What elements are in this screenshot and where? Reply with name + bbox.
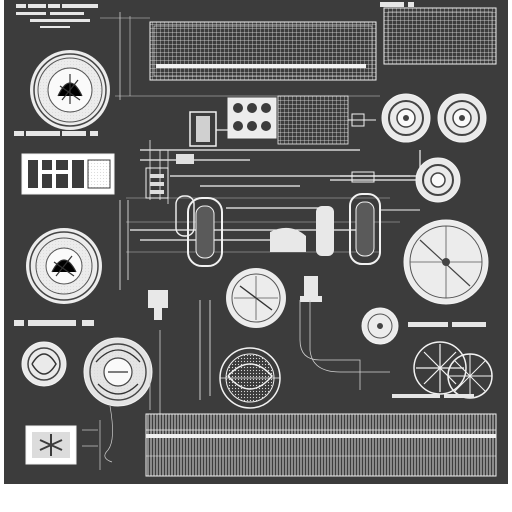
emblem-small-left (21, 341, 67, 387)
bottom-bar-panel (145, 413, 497, 477)
central-machinery (119, 95, 421, 400)
gear-wheel-center (219, 347, 281, 409)
medallion-mid-left (26, 228, 102, 304)
emblem-ornate-left (83, 337, 153, 407)
top-right-grid-panel (383, 7, 497, 65)
caption-left-1 (14, 131, 98, 136)
top-grid-panel (100, 12, 380, 100)
control-box-left (21, 153, 115, 195)
knob-top-right-2 (437, 93, 487, 143)
caption-left-2 (14, 320, 94, 326)
header-text-left (16, 4, 98, 28)
left-wiring (82, 405, 113, 470)
caption-right-2 (392, 394, 474, 398)
medallion-top-left (30, 50, 110, 130)
header-text-right (380, 2, 414, 7)
fan-box-left (25, 425, 77, 465)
knob-mid-right (415, 157, 461, 203)
dial-small-right (361, 307, 399, 345)
caption-right-1 (408, 322, 486, 327)
center-wiring (149, 300, 390, 414)
knob-top-right-1 (381, 93, 431, 143)
dial-large-right (403, 219, 489, 305)
dial-center (226, 268, 286, 328)
